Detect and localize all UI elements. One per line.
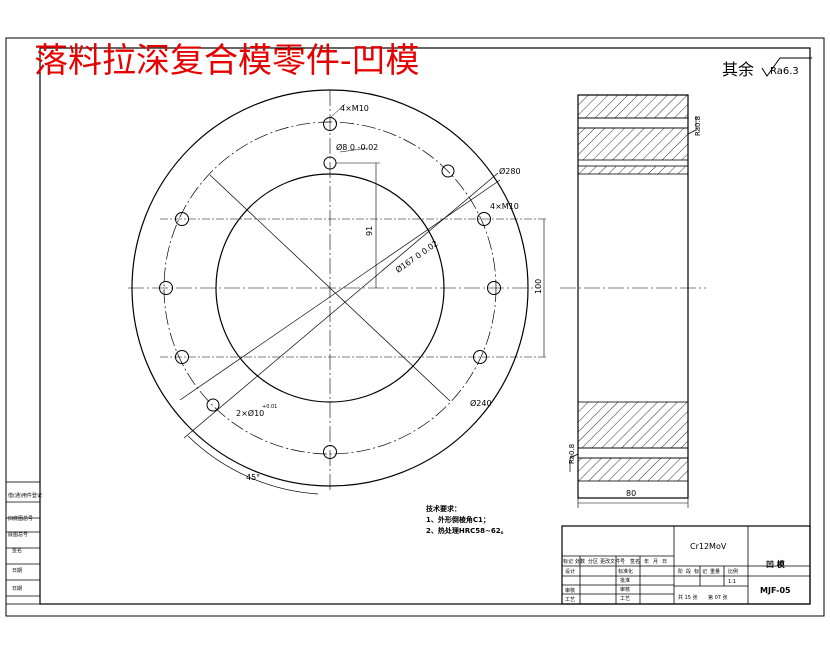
stage-row-cell: 比例 bbox=[728, 568, 738, 575]
sheet-inner-border bbox=[39, 47, 811, 605]
left-strip-cell: 签名 bbox=[12, 547, 22, 554]
label-pin-hole: Ø8 0 -0.02 bbox=[336, 142, 378, 152]
side-width: 80 bbox=[626, 489, 636, 498]
row-label: 审核 bbox=[565, 587, 575, 594]
roughness-note-value: Ra6.3 bbox=[770, 66, 799, 77]
left-strip-cell: 旧底图总号 bbox=[8, 515, 33, 522]
sheet-outer-border bbox=[5, 37, 825, 617]
tech-req-item: 2、热处理HRC58~62。 bbox=[426, 526, 508, 535]
change-row-cell: 年 bbox=[644, 558, 649, 565]
scale: 1:1 bbox=[728, 579, 736, 585]
stage-row-cell: 重量 bbox=[710, 568, 720, 575]
change-row-cell: 分区 bbox=[588, 558, 598, 565]
change-row-cell: 日 bbox=[662, 559, 667, 565]
side-view bbox=[560, 94, 706, 508]
hole bbox=[487, 281, 501, 295]
hole bbox=[323, 117, 337, 131]
left-strip-cell: 日期 bbox=[12, 586, 22, 592]
change-row-cell: 月 bbox=[653, 559, 658, 565]
stage-row-cell: 阶 bbox=[678, 568, 683, 575]
left-strip-cell: 底图总号 bbox=[8, 531, 28, 538]
label-dowel-tol: +0.01 bbox=[262, 404, 277, 410]
row-label: 标准化 bbox=[618, 568, 633, 575]
change-row-cell: 签名 bbox=[630, 558, 640, 565]
mid-label: 批准 bbox=[620, 577, 630, 584]
label-tapped-holes-top: 4×M10 bbox=[340, 104, 369, 113]
row-label: 设计 bbox=[565, 568, 575, 575]
stage-row-cell: 记 bbox=[702, 568, 707, 575]
roughness-note-label: 其余 bbox=[722, 60, 754, 79]
label-pcd: Ø280 bbox=[499, 166, 521, 176]
left-strip bbox=[5, 481, 41, 605]
mid-label: 审核 bbox=[620, 586, 630, 593]
drawing-title: 落料拉深复合模零件-凹模 bbox=[34, 41, 420, 81]
tech-req-item: 1、外形倒棱角C1； bbox=[426, 515, 490, 524]
sheet-no: 第 07 张 bbox=[708, 594, 728, 601]
dowel-hole bbox=[206, 398, 220, 412]
stage-row-cell: 标 bbox=[694, 568, 699, 575]
change-row-cell: 更改文件号 bbox=[600, 558, 625, 565]
hole bbox=[159, 281, 173, 295]
label-outer: Ø240 bbox=[470, 398, 492, 408]
material: Cr12MoV bbox=[690, 542, 727, 551]
row-label: 工艺 bbox=[565, 597, 575, 603]
front-view bbox=[128, 89, 548, 495]
change-row-cell: 标记 bbox=[563, 558, 573, 565]
sheet-total: 共 15 张 bbox=[678, 594, 698, 601]
mid-label: 工艺 bbox=[620, 596, 630, 602]
part-name: 凹 模 bbox=[766, 559, 786, 569]
label-dim-100: 100 bbox=[534, 279, 543, 294]
pin-hole bbox=[441, 164, 455, 178]
label-tapped-holes-right: 4×M10 bbox=[490, 202, 519, 211]
roughness-symbol-icon bbox=[569, 116, 697, 472]
stage-row-cell: 段 bbox=[686, 568, 691, 575]
hole bbox=[323, 445, 337, 459]
label-dowel: 2×Ø10 bbox=[236, 408, 264, 418]
label-angle: 45° bbox=[246, 473, 260, 482]
drawing-no: MJF-05 bbox=[760, 586, 791, 595]
left-strip-cell: 日期 bbox=[12, 568, 22, 574]
side-roughness-bottom: Ra0.8 bbox=[568, 444, 576, 464]
title-block bbox=[561, 525, 811, 605]
change-row-cell: 处数 bbox=[575, 558, 585, 565]
tech-req-title: 技术要求： bbox=[426, 504, 461, 513]
label-dim-91: 91 bbox=[365, 226, 374, 236]
side-roughness-top: Ra0.8 bbox=[694, 116, 702, 136]
hole bbox=[477, 212, 491, 226]
left-strip-cell: 借(通)用件登记 bbox=[8, 492, 42, 499]
roughness-symbol-icon bbox=[761, 57, 812, 77]
label-bore: Ø167 0 0.02 bbox=[393, 238, 439, 275]
